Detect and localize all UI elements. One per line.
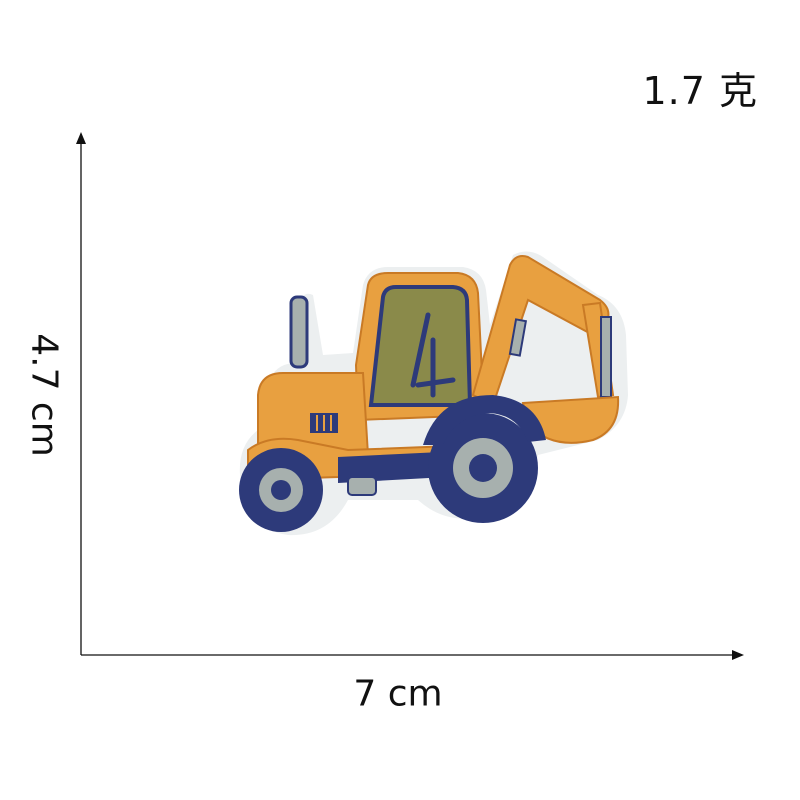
exhaust-pipe bbox=[289, 295, 309, 369]
rear-fender bbox=[423, 395, 546, 445]
height-dimension-label: 4.7 cm bbox=[23, 333, 65, 457]
steering-lever bbox=[410, 312, 456, 398]
hydraulic-cylinder-right bbox=[600, 316, 612, 398]
vertical-axis-arrowhead bbox=[76, 132, 86, 144]
excavator-patch-image bbox=[239, 251, 628, 536]
horizontal-axis-arrowhead bbox=[732, 650, 744, 660]
hydraulic-cylinder-left bbox=[508, 318, 528, 357]
step bbox=[347, 476, 377, 496]
width-dimension-label: 7 cm bbox=[353, 673, 443, 715]
weight-label: 1.7 克 bbox=[642, 69, 758, 113]
